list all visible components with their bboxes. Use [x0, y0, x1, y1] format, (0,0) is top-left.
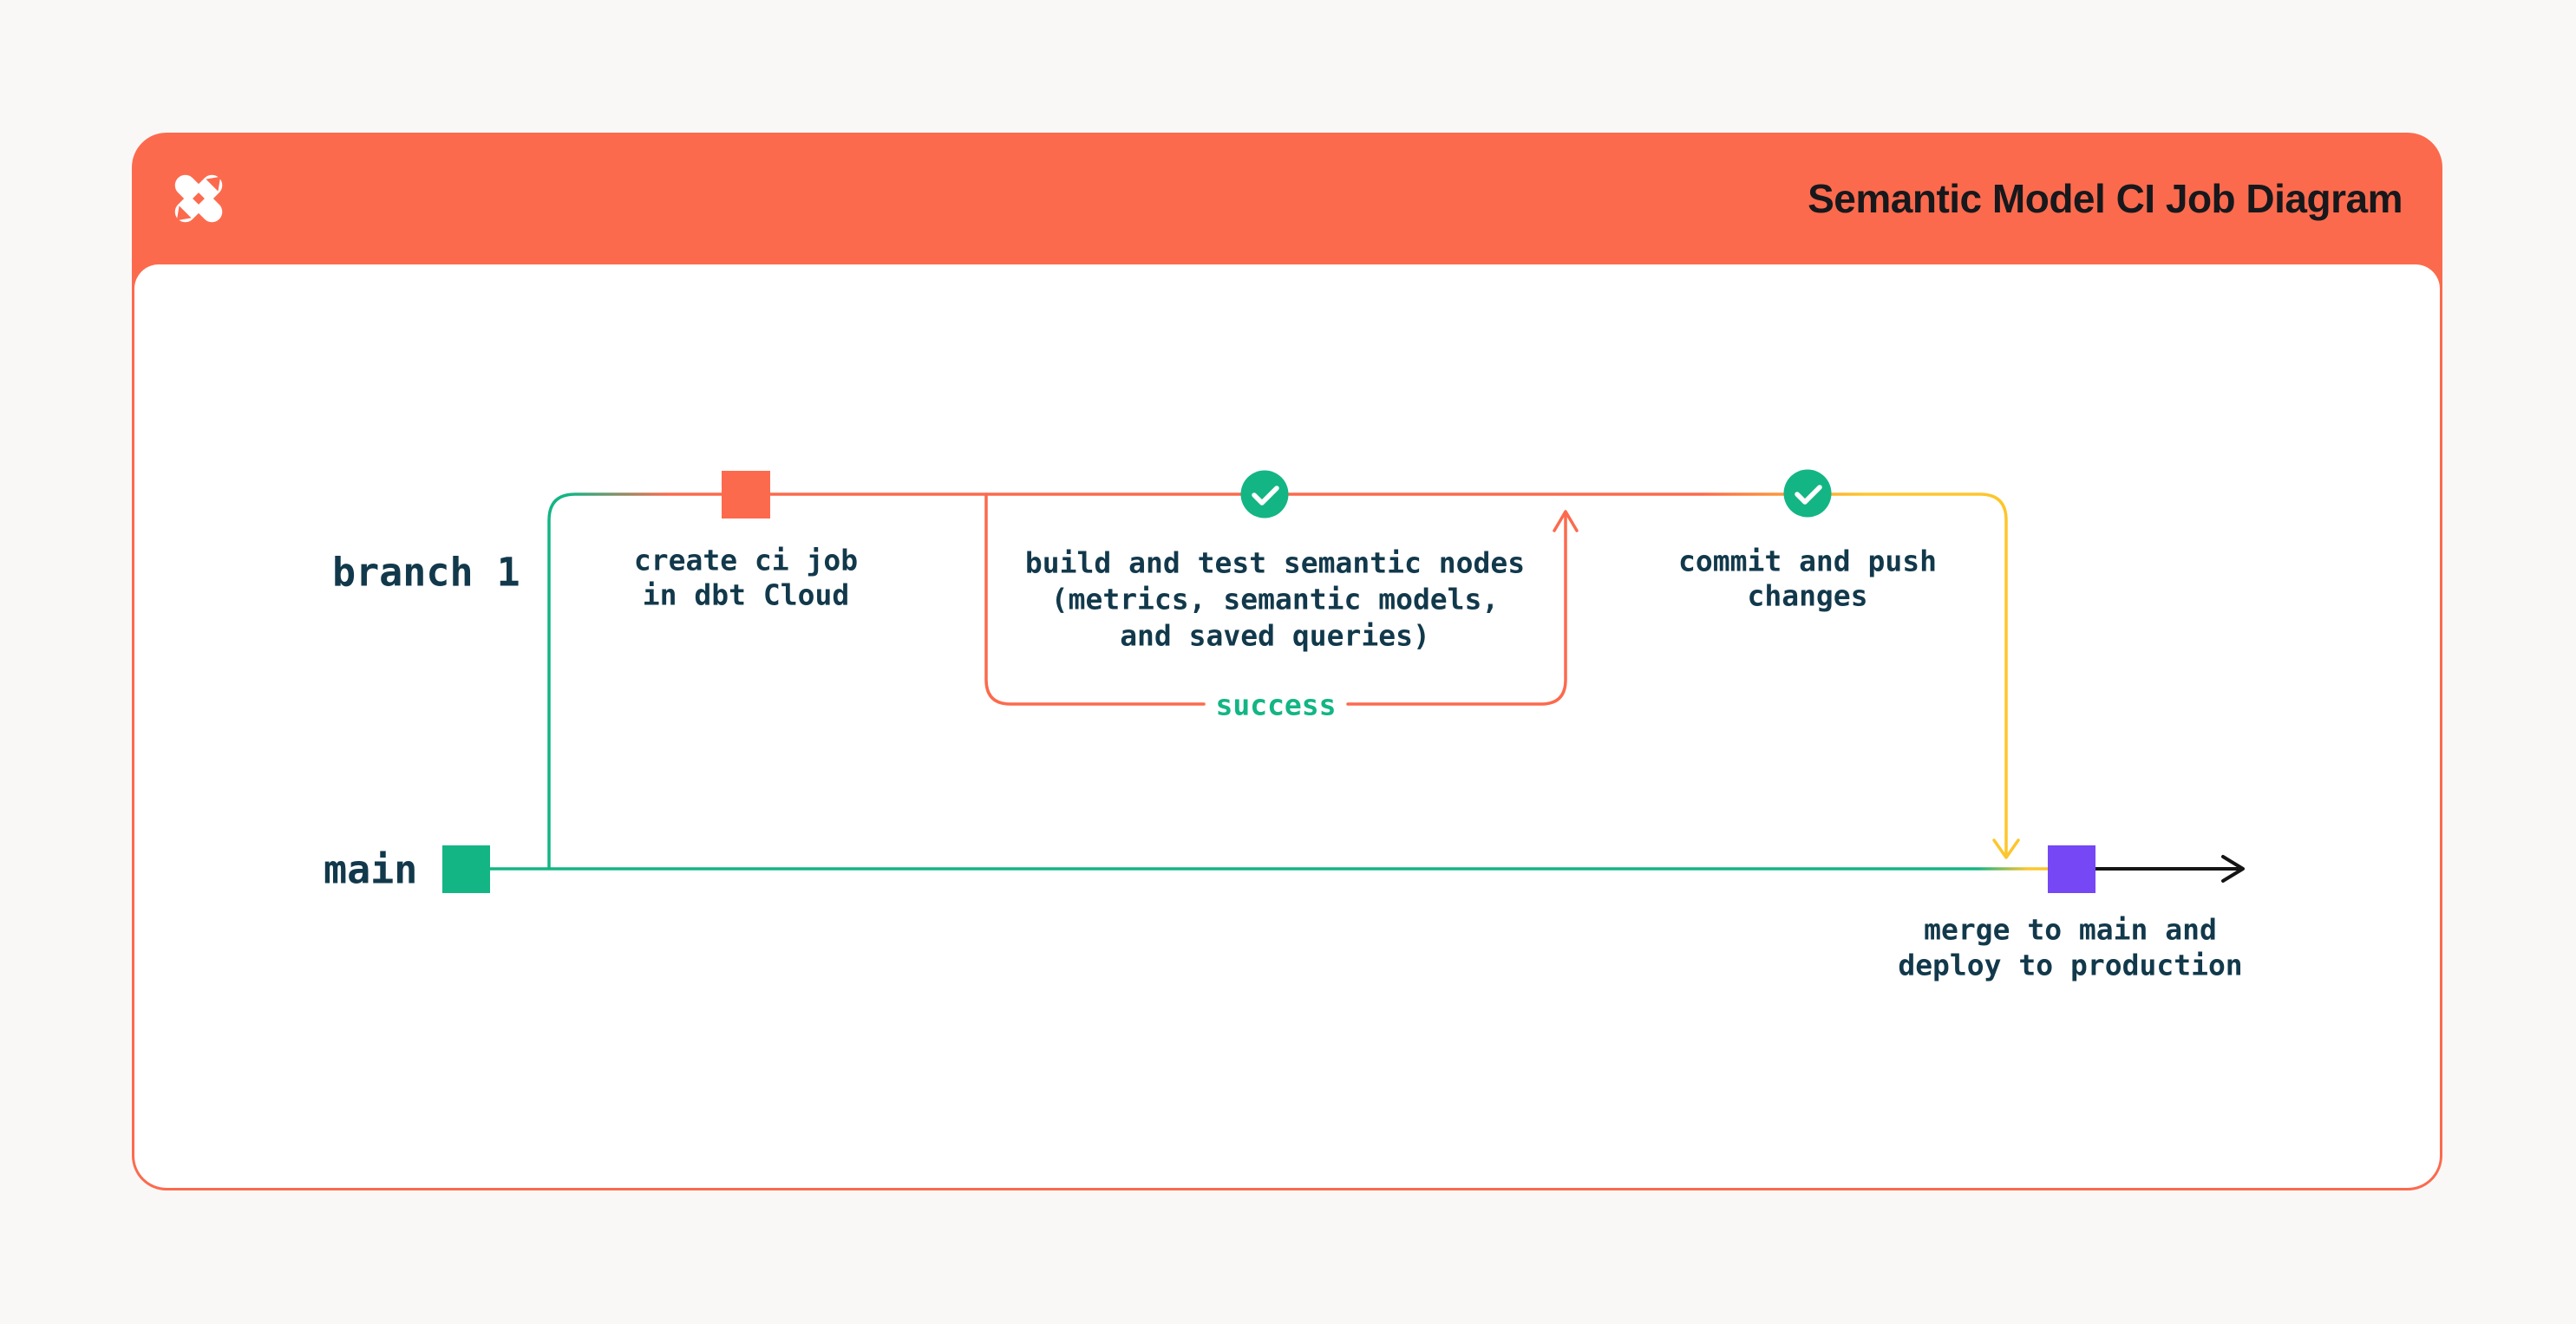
commit-push-label: commit and push [1677, 544, 1938, 578]
merge-deploy-label: merge to main and [1924, 912, 2217, 947]
build-test-label: build and test semantic nodes [1024, 545, 1526, 580]
check-circle-commit-push-icon [1783, 469, 1832, 518]
build-test-label: and saved queries) [1120, 618, 1430, 653]
diagram-card-body [134, 264, 2440, 1188]
main-label: main [324, 846, 418, 893]
check-circle-build-test-icon [1240, 470, 1289, 519]
diagram-card: Semantic Model CI Job Diagram [132, 133, 2442, 1190]
create-ci-job-label: in dbt Cloud [642, 577, 850, 612]
merge-commit-square [2048, 845, 2095, 893]
success-loop-left [984, 492, 1206, 706]
main-continue-arrowhead-icon [2221, 855, 2245, 883]
success-label: success [1215, 688, 1337, 722]
branch-1-label: branch 1 [332, 549, 520, 596]
page-title: Semantic Model CI Job Diagram [1808, 176, 2403, 221]
success-loop-arrowhead-icon [1553, 510, 1579, 532]
commit-push-label: changes [1747, 578, 1868, 613]
create-ci-job-label: create ci job [633, 543, 859, 577]
card-header: Semantic Model CI Job Diagram [132, 133, 2442, 264]
create-ci-job-commit-square [722, 471, 770, 519]
build-test-label: (metrics, semantic models, [1050, 582, 1500, 616]
success-loop-right [1346, 512, 1567, 706]
dbt-logo-icon [174, 174, 223, 223]
merge-down-arrowhead-icon [1992, 838, 2020, 859]
merge-deploy-label: deploy to production [1898, 948, 2243, 982]
main-commit-square [442, 845, 490, 893]
